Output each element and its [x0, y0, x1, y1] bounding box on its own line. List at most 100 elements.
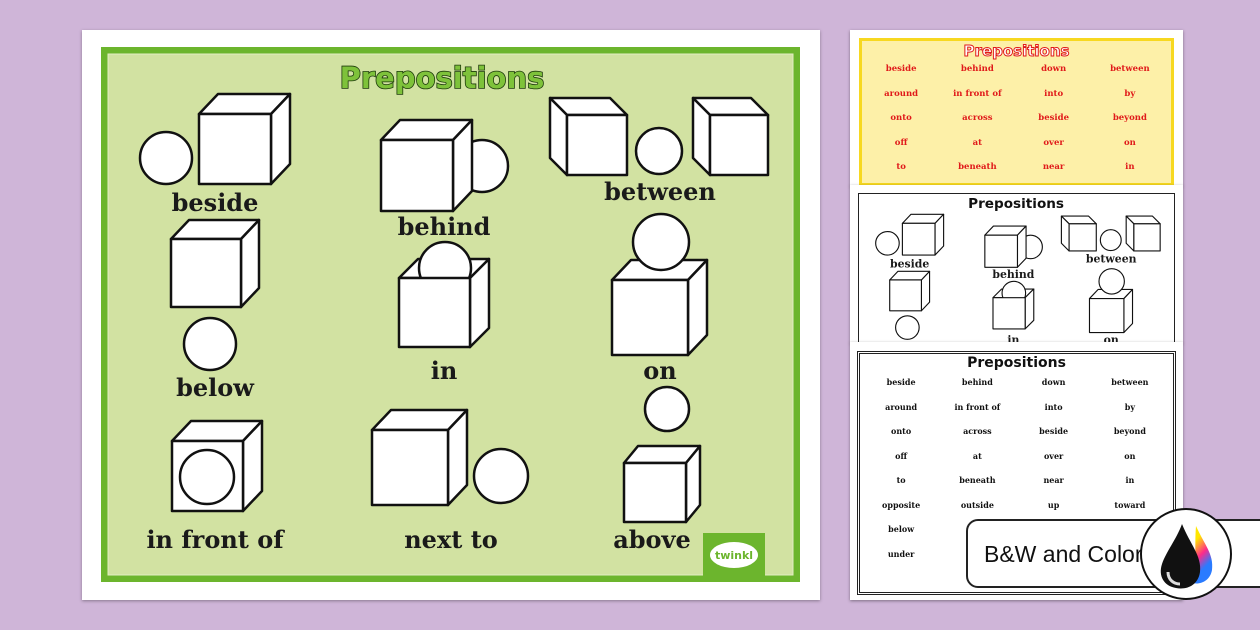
- circle-shape: [138, 130, 194, 186]
- word-item: on: [1123, 137, 1136, 148]
- cube-front: [622, 461, 688, 524]
- bw-poster-illustration: Prepositionsbesidebehindbetweenbelowinon…: [875, 196, 1161, 343]
- cube-shape: [691, 96, 770, 177]
- word-item: beneath: [959, 475, 996, 485]
- circle-shape: [895, 315, 920, 340]
- word-item: beyond: [1113, 426, 1146, 436]
- word-item: in front of: [954, 401, 1001, 412]
- word-item: onto: [891, 426, 912, 436]
- word-item: to: [896, 475, 906, 485]
- cube-front: [992, 297, 1026, 330]
- word-item: in: [1125, 162, 1135, 172]
- cube-shape: [1088, 288, 1134, 334]
- badge-label: B&W and Color: [984, 541, 1143, 567]
- cube-shape: [397, 240, 491, 349]
- preposition-label: behind: [992, 268, 1034, 281]
- color-sheet-title: Prepositions: [963, 42, 1070, 61]
- circle-shape: [472, 447, 530, 505]
- cube-front: [169, 237, 243, 309]
- word-item: beside: [886, 377, 916, 387]
- cube-shape: [992, 280, 1035, 330]
- cube-shape: [169, 218, 261, 309]
- word-item: across: [962, 113, 993, 123]
- cube-shape: [548, 96, 629, 177]
- preposition-label: between: [1086, 252, 1137, 265]
- word-item: toward: [1114, 499, 1146, 510]
- word-item: to: [896, 162, 906, 172]
- cube-front: [1068, 223, 1097, 252]
- cube-shape: [622, 444, 702, 524]
- cube-front: [379, 138, 455, 213]
- word-item: down: [1041, 377, 1066, 387]
- word-item: into: [1044, 401, 1063, 412]
- cube-shape: [1125, 215, 1161, 252]
- word-item: on: [1124, 450, 1136, 461]
- word-item: below: [888, 524, 915, 534]
- word-item: between: [1110, 64, 1150, 74]
- logo-cloud: [710, 542, 758, 568]
- cube-shape: [170, 419, 264, 513]
- circle-shape: [182, 316, 238, 372]
- ink-drops-icon: [1140, 508, 1232, 600]
- word-item: off: [895, 450, 908, 461]
- cube-front: [901, 222, 936, 256]
- word-item: onto: [890, 113, 912, 123]
- cube-front: [708, 113, 770, 177]
- preposition-label: on: [1104, 333, 1119, 343]
- word-item: near: [1042, 162, 1065, 172]
- word-item: beside: [1039, 426, 1069, 436]
- word-item: off: [894, 137, 908, 148]
- preposition-label: in front of: [146, 525, 285, 554]
- twinkl-logo: twinkl: [703, 533, 765, 577]
- word-item: by: [1124, 88, 1136, 99]
- cube-shape: [370, 408, 469, 507]
- cube-front: [889, 279, 922, 312]
- word-item: at: [972, 137, 983, 148]
- cube-shape: [610, 258, 709, 357]
- preposition-label: next to: [404, 525, 498, 554]
- preposition-label: in: [431, 356, 458, 385]
- word-item: by: [1124, 401, 1135, 412]
- word-item: up: [1047, 499, 1060, 510]
- word-item: behind: [960, 64, 994, 74]
- word-item: near: [1043, 475, 1064, 485]
- poster-title: Prepositions: [340, 61, 545, 95]
- word-item: beneath: [958, 162, 997, 172]
- word-item: opposite: [882, 499, 921, 510]
- word-item: beside: [1038, 113, 1069, 123]
- circle-shape: [875, 230, 900, 256]
- circle-shape: [643, 385, 691, 433]
- preposition-label: beside: [172, 188, 259, 217]
- word-item: beyond: [1112, 113, 1147, 123]
- cube-shape: [197, 92, 292, 186]
- cube-front: [1133, 223, 1161, 252]
- preposition-label: above: [613, 525, 691, 554]
- cube-front: [565, 113, 629, 177]
- cube-front: [397, 276, 472, 349]
- word-item: between: [1111, 377, 1149, 387]
- bw-list-title: Prepositions: [967, 355, 1066, 371]
- preposition-label: in: [1007, 333, 1019, 343]
- preposition-label: behind: [398, 212, 491, 241]
- word-item: in front of: [953, 88, 1002, 99]
- circle-shape: [1099, 229, 1122, 252]
- logo-text: twinkl: [715, 549, 753, 562]
- circle-shape: [631, 212, 691, 272]
- circle-shape: [634, 126, 684, 176]
- cube-front: [1088, 297, 1125, 334]
- word-item: across: [963, 426, 992, 436]
- bw-poster-title: Prepositions: [968, 196, 1064, 212]
- word-item: into: [1044, 88, 1064, 99]
- word-item: beside: [885, 64, 917, 74]
- cube-front: [610, 278, 690, 357]
- word-item: under: [887, 548, 915, 559]
- cube-shape: [1060, 215, 1097, 252]
- circle-shape: [178, 448, 236, 506]
- word-item: down: [1041, 64, 1067, 74]
- cube-shape: [984, 225, 1027, 268]
- word-item: behind: [961, 377, 993, 387]
- circle-shape: [1098, 268, 1125, 295]
- preposition-label: on: [643, 356, 676, 385]
